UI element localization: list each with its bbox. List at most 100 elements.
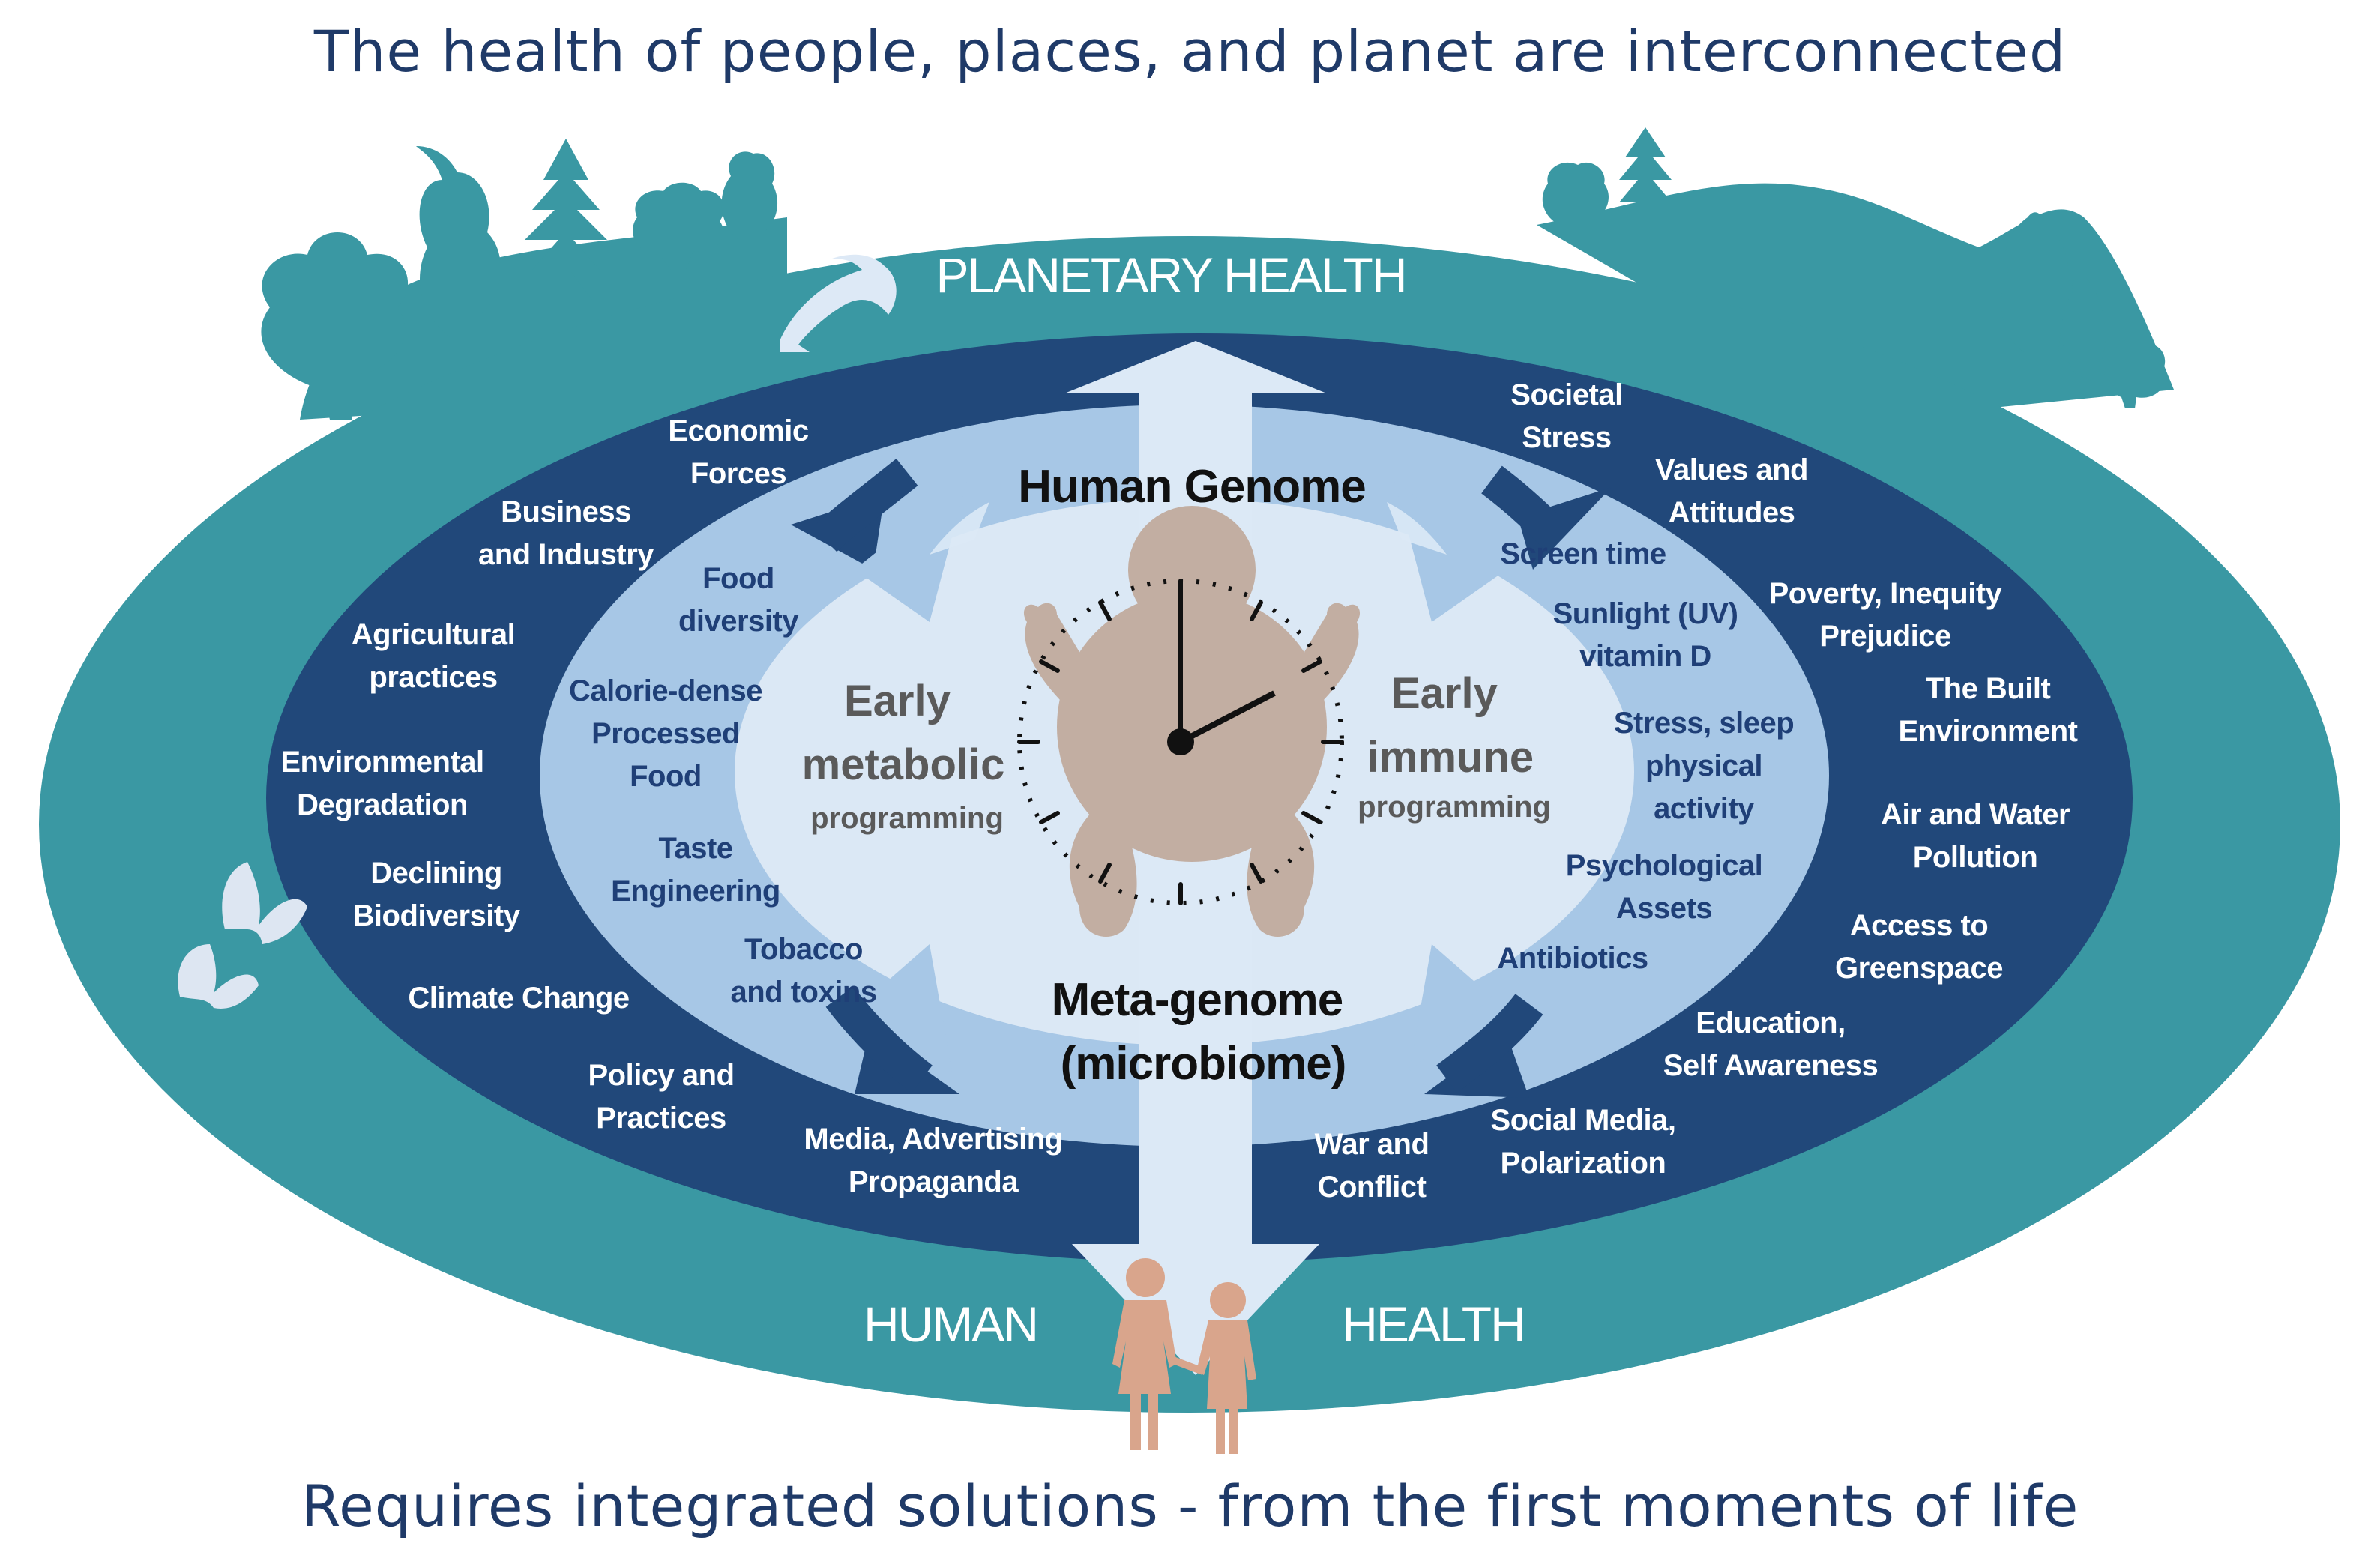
label-planetary-health: PLANETARY HEALTH: [936, 247, 1406, 303]
diagram-footer: Requires integrated solutions - from the…: [301, 1473, 2079, 1539]
factor-label-line: activity: [1654, 792, 1755, 825]
label-human-genome: Human Genome: [1018, 461, 1365, 513]
factor-label-line: Biodiversity: [353, 899, 521, 932]
label-human: HUMAN: [864, 1296, 1037, 1352]
factor-label-line: Conflict: [1318, 1171, 1427, 1204]
factor-label-line: Business: [501, 495, 631, 528]
factor-label-line: Education,: [1696, 1006, 1845, 1039]
factor-label: Sunlight (UV) vitamin D: [1553, 597, 1738, 673]
label-meta-genome-line: Meta-genome: [1052, 974, 1343, 1026]
factor-label-line: Processed: [591, 717, 740, 750]
label-metabolic-programming: programming: [810, 802, 1004, 835]
factor-label-line: Screen time: [1500, 537, 1666, 570]
label-early-immune: Early immune: [1367, 669, 1534, 782]
factor-label-line: Attitudes: [1669, 496, 1795, 529]
factor-label-line: Tobacco: [744, 933, 863, 966]
factor-label-line: Prejudice: [1819, 620, 1951, 653]
label-meta-genome-line: (microbiome): [1061, 1038, 1346, 1090]
factor-label-line: Access to: [1850, 909, 1988, 942]
factor-label: Tobacco and toxins: [730, 933, 876, 1009]
dolphin-icon: [780, 254, 897, 352]
factor-label-line: Stress: [1522, 421, 1611, 454]
factor-label-line: Policy and: [588, 1059, 734, 1092]
factor-label-line: Degradation: [297, 788, 468, 821]
factor-label: Access to Greenspace: [1835, 909, 2003, 985]
factor-label-line: Propaganda: [849, 1165, 1019, 1198]
factor-label-line: and toxins: [730, 976, 876, 1009]
label-early-metabolic-line: metabolic: [802, 740, 1005, 789]
label-meta-genome: Meta-genome (microbiome): [1052, 974, 1355, 1090]
factor-label-line: Self Awareness: [1663, 1049, 1879, 1082]
factor-label: Screen time: [1500, 537, 1666, 570]
dark-arrow-tails: [812, 459, 1572, 1093]
factor-label-line: Calorie-dense: [569, 674, 762, 707]
factor-label-line: Air and Water: [1881, 798, 2070, 831]
factor-label-line: The Built: [1926, 672, 2051, 705]
arrow-icon: [855, 480, 1507, 1072]
factor-label: Business and Industry: [478, 495, 654, 571]
factor-label-line: Taste: [658, 832, 732, 865]
factor-label-line: Agricultural: [352, 618, 515, 651]
factor-label: Agricultural practices: [352, 618, 515, 694]
factor-label-line: Values and: [1655, 453, 1808, 486]
factor-label-line: Greenspace: [1835, 952, 2003, 985]
factor-label-line: Societal: [1510, 378, 1622, 411]
tree-icon: [261, 127, 2166, 420]
factor-label-line: Economic: [668, 414, 808, 447]
factor-label-line: Environment: [1899, 715, 2078, 748]
factor-label: Food diversity: [678, 562, 799, 638]
factor-label-line: Antibiotics: [1497, 942, 1648, 975]
factor-label-line: Climate Change: [408, 982, 629, 1015]
factor-label-line: Assets: [1616, 892, 1712, 925]
label-early-immune-line: immune: [1367, 733, 1534, 782]
factor-label-line: Poverty, Inequity: [1769, 577, 2003, 610]
factor-label-line: Polarization: [1501, 1147, 1666, 1180]
factor-label: Climate Change: [408, 982, 629, 1015]
factor-label: Antibiotics: [1497, 942, 1648, 975]
children-icon: [1112, 1258, 1256, 1454]
factor-label-line: Media, Advertising: [804, 1123, 1062, 1156]
diagram-title: The health of people, places, and planet…: [313, 18, 2067, 85]
factor-label-line: Food: [702, 562, 774, 595]
factor-label-line: physical: [1645, 749, 1762, 782]
factor-label-line: Sunlight (UV): [1553, 597, 1738, 630]
factor-label-line: diversity: [678, 605, 799, 638]
factor-label-line: Environmental: [280, 746, 483, 779]
label-early-immune-line: Early: [1391, 669, 1498, 718]
factor-label-line: and Industry: [478, 538, 654, 571]
factor-label-line: Pollution: [1913, 841, 2038, 874]
factor-label-line: Practices: [596, 1102, 726, 1135]
clock-icon: [1017, 579, 1344, 905]
label-health: HEALTH: [1342, 1296, 1525, 1352]
label-early-metabolic-line: Early: [844, 677, 951, 725]
factor-label-line: Food: [630, 760, 702, 793]
factor-label-line: Psychological: [1566, 849, 1762, 882]
factor-label: Education, Self Awareness: [1663, 1006, 1879, 1082]
baby-icon: [1023, 506, 1361, 937]
factor-label-line: vitamin D: [1579, 640, 1711, 673]
factor-label-line: Engineering: [611, 875, 780, 908]
butterfly-icon: [178, 862, 307, 1009]
label-immune-programming: programming: [1358, 791, 1551, 824]
factor-label-line: War and: [1315, 1128, 1429, 1161]
factor-label-line: practices: [369, 661, 497, 694]
